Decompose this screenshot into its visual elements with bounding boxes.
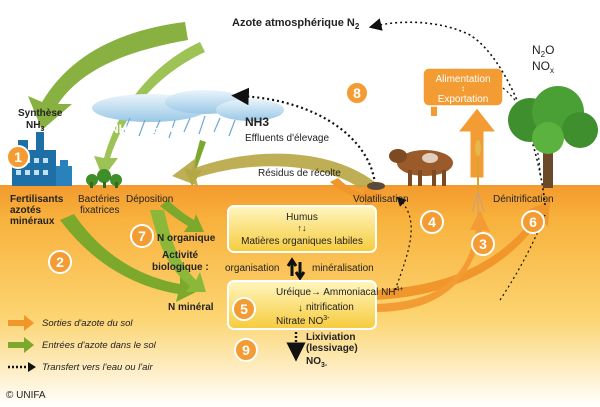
arrow-effluents-residues [172, 153, 375, 188]
mineral-box: Uréique→ Ammoniacal NH4+ ↓ nitrification… [227, 280, 404, 330]
bacteries-label-2: fixatrices [80, 205, 119, 216]
green-arrow-atmosphere-bacteria [94, 42, 205, 178]
step-badge-9 [234, 338, 258, 362]
n2o-label: N2O [532, 43, 554, 59]
legend: Sorties d'azote du sol Entrées d'azote d… [8, 315, 157, 373]
tree-icon [508, 86, 598, 188]
organisation-arrows [286, 257, 306, 281]
nh3-label: NH3 [245, 115, 269, 129]
organisation-label: organisation [225, 263, 279, 274]
synthese-label: Synthèse [18, 108, 63, 119]
matieres-label: Matières organiques labiles [241, 236, 363, 247]
atmospheric-label: Azote atmosphérique N2 [232, 17, 360, 31]
ureique-label: Uréique→ Ammoniacal NH4+ [276, 286, 404, 298]
plants-icon [86, 169, 122, 188]
step-badge-label-7: 7 [138, 228, 146, 244]
denitrification-label: Dénitrification [493, 194, 554, 205]
mineralisation-label: minéralisation [312, 263, 374, 274]
step-badge-3 [471, 232, 495, 256]
dotted-arrow-denitrification-up [499, 214, 546, 301]
legend-dotted-arrow-head [28, 362, 36, 372]
step-badge-label-6: 6 [529, 214, 537, 230]
alimentation-label: Alimentation [435, 74, 490, 85]
step-badge-label-8: 8 [353, 85, 361, 101]
legend-label-2: Transfert vers l'eau ou l'air [42, 362, 153, 373]
n-mineral-label: N minéral [168, 302, 214, 313]
residus-label: Résidus de récolte [258, 168, 341, 179]
factory-icon [12, 132, 72, 186]
nh3-nh4-label: NH3 / NH4+ [110, 122, 175, 136]
dotted-arrow-volatilisation-up [394, 196, 412, 291]
cow-icon [367, 149, 453, 190]
step-badge-7 [130, 224, 154, 248]
lixiviation-label-1: Lixiviation [306, 332, 355, 343]
n-organique-label: N organique [157, 233, 216, 244]
step-badge-label-4: 4 [428, 214, 436, 230]
nox-label: NOx [532, 59, 554, 75]
legend-orange-arrow [8, 315, 34, 331]
step-badge-label-1: 1 [14, 149, 22, 165]
nitrification-arrow: ↓ [298, 303, 303, 314]
legend-label-0: Sorties d'azote du sol [42, 318, 133, 329]
green-arrow-atmosphere-synthesis [28, 22, 188, 130]
step-badges: 1 2 3 4 5 6 7 8 9 [6, 81, 545, 362]
lixiviation-label-3: NO3- [306, 356, 328, 369]
legend-green-arrow [8, 337, 34, 353]
lixiviation-label-2: (lessivage) [306, 343, 358, 354]
green-arrow-to-organic [160, 200, 204, 232]
step-badge-label-5: 5 [240, 301, 248, 317]
orange-arrow-denitrification [375, 200, 550, 300]
nitrification-label: nitrification [306, 302, 354, 313]
fertilisants-label-3: minéraux [10, 216, 55, 227]
bacteries-label-1: Bactéries [78, 194, 120, 205]
dotted-arrow-nh3-volatilisation [231, 87, 377, 185]
step-badge-6 [521, 210, 545, 234]
step-badge-2 [48, 250, 72, 274]
step-badge-label-3: 3 [479, 236, 487, 252]
step-badge-4 [420, 210, 444, 234]
humus-box: Humus ↑↓ Matières organiques labiles [227, 205, 377, 253]
exportation-label: Exportation [438, 94, 489, 105]
fertilisants-label-2: azotés [10, 205, 42, 216]
roots-icon [471, 191, 485, 216]
synthese-nh3-label: NH3 [26, 120, 44, 133]
humus-label: Humus [286, 212, 318, 223]
orange-arrow-uptake [375, 210, 490, 312]
step-badge-label-9: 9 [242, 342, 250, 358]
step-badge-label-2: 2 [56, 254, 64, 270]
step-badge-8 [345, 81, 369, 105]
arrow-glyph: ↕ [461, 84, 465, 93]
export-box: Alimentation ↕ Exportation [422, 67, 504, 107]
activite-label-1: Activité [162, 250, 199, 261]
legend-label-1: Entrées d'azote dans le sol [42, 340, 157, 351]
green-arrow-deposition-mineral [150, 210, 206, 292]
step-badge-1 [6, 145, 30, 169]
nitrate-label: Nitrate NO3- [276, 315, 330, 327]
activite-label-2: biologique : [152, 262, 209, 273]
dotted-arrow-denitrification-atmosphere [368, 18, 546, 206]
humus-arrows: ↑↓ [298, 223, 307, 233]
effluents-label: Effluents d'élevage [245, 133, 329, 144]
fertilisants-label-1: Fertilisants [10, 194, 64, 205]
orange-arrow-volatilisation [330, 178, 382, 208]
copyright-label: © UNIFA [6, 390, 46, 401]
green-arrow-fertilizers-mineral [60, 214, 200, 302]
wheat-icon [475, 140, 481, 190]
step-badge-5 [232, 297, 256, 321]
deposition-label: Déposition [126, 194, 173, 205]
volatilisation-label: Volatilisation [353, 194, 409, 205]
